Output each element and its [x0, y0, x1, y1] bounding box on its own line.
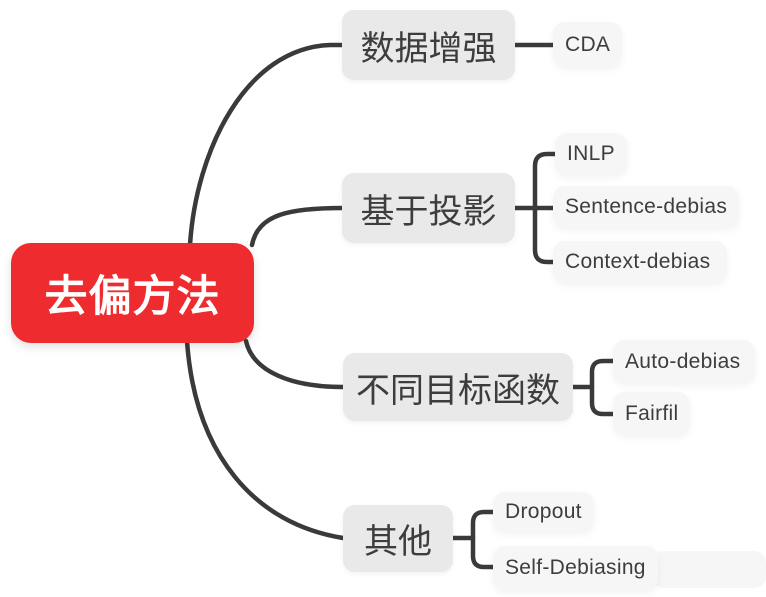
- subtopic-label: Sentence-debias: [565, 195, 728, 218]
- subtopic-label: INLP: [567, 142, 615, 165]
- branch-topic-others[interactable]: 其他: [343, 505, 453, 572]
- branch-topic-data-augmentation[interactable]: 数据增强: [342, 10, 515, 80]
- subtopic-auto-debias[interactable]: Auto-debias: [613, 340, 755, 383]
- subtopic-fairfil[interactable]: Fairfil: [613, 392, 691, 435]
- subtopic-label: Auto-debias: [625, 349, 741, 373]
- subtopic-label: Dropout: [505, 500, 582, 523]
- faint-shadow-artifact: [652, 551, 766, 588]
- subtopic-label: CDA: [565, 32, 611, 56]
- connector-projection-bracket: [532, 151, 558, 265]
- connector-objective-bracket: [589, 358, 616, 417]
- subtopic-sentence-debias[interactable]: Sentence-debias: [553, 186, 740, 228]
- branch-topic-label: 数据增强: [360, 29, 497, 68]
- branch-topic-label: 基于投影: [360, 192, 497, 231]
- subtopic-self-debiasing[interactable]: Self-Debiasing: [493, 546, 658, 590]
- connector-root-to-objective-functions: [243, 338, 346, 390]
- root-topic-debias-methods[interactable]: 去偏方法: [11, 243, 254, 343]
- subtopic-cda[interactable]: CDA: [553, 22, 623, 67]
- subtopic-context-debias[interactable]: Context-debias: [553, 241, 727, 283]
- root-topic-label: 去偏方法: [44, 273, 221, 321]
- branch-topic-label: 不同目标函数: [356, 371, 560, 410]
- branch-topic-projection-based[interactable]: 基于投影: [342, 173, 515, 243]
- subtopic-label: Self-Debiasing: [505, 556, 646, 579]
- connector-others-bracket: [470, 509, 496, 570]
- connector-root-to-projection-based: [249, 205, 346, 248]
- subtopic-dropout[interactable]: Dropout: [493, 492, 594, 532]
- branch-topic-label: 其他: [364, 523, 432, 561]
- connector-root-to-others: [184, 338, 346, 541]
- connector-root-to-data-augmentation: [187, 42, 346, 248]
- subtopic-label: Context-debias: [565, 250, 711, 273]
- branch-topic-objective-functions[interactable]: 不同目标函数: [343, 353, 573, 421]
- subtopic-label: Fairfil: [625, 401, 679, 425]
- subtopic-inlp[interactable]: INLP: [555, 133, 627, 175]
